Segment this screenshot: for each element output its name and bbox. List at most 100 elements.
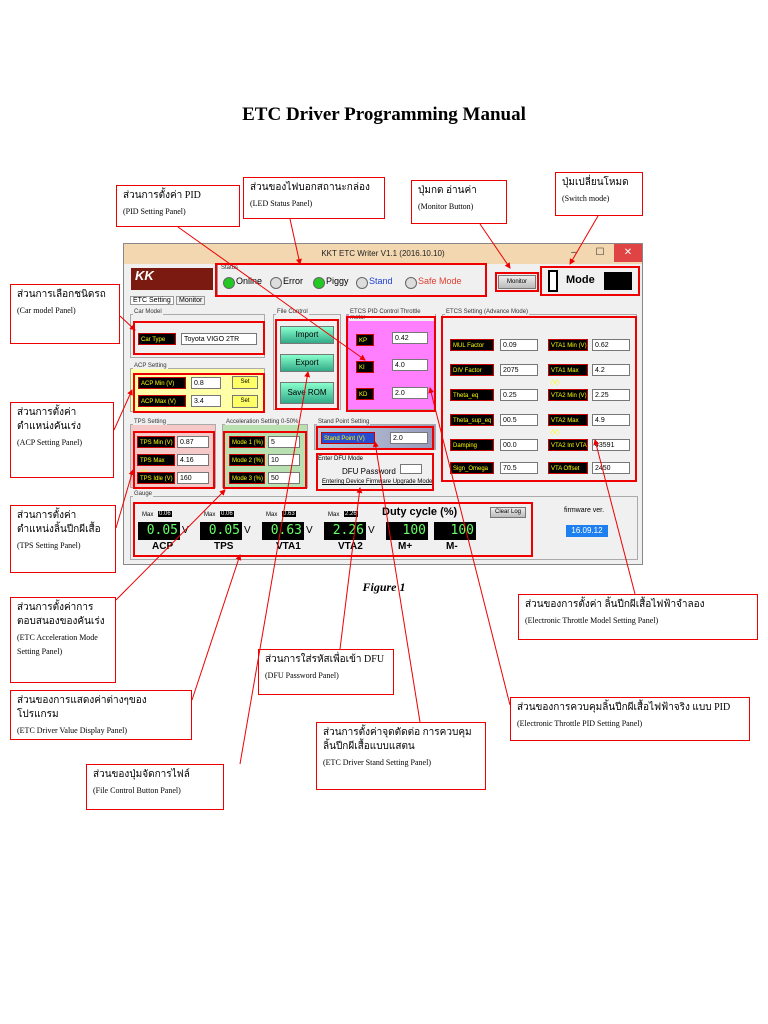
adv-right-input[interactable]: 4.2	[592, 364, 630, 376]
adv-right-label: VTA2 Min (V)	[548, 389, 588, 401]
car-type-select[interactable]: Toyota VIGO 2TR	[181, 333, 257, 345]
dfu-password-input[interactable]	[400, 464, 422, 474]
adv-left-input[interactable]: 00.5	[500, 414, 538, 426]
callout-tps-th: ส่วนการตั้งค่าตำแหน่งลิ้นปีกผีเสื้อ	[17, 510, 101, 535]
gauge-value: 0.05	[200, 522, 242, 540]
gauge-name: VTA1	[276, 541, 301, 552]
tps-idle-input[interactable]: 160	[177, 472, 209, 484]
acp-max-set-button[interactable]: Set	[232, 395, 258, 408]
stand-led-icon	[356, 277, 368, 289]
export-button[interactable]: Export	[280, 354, 334, 372]
adv-left-input[interactable]: 2075	[500, 364, 538, 376]
tps-highlight	[133, 431, 215, 489]
page-title: ETC Driver Programming Manual	[242, 104, 526, 125]
mode-switch-icon[interactable]	[548, 270, 558, 292]
adv-label: ETCS Setting (Advance Mode)	[445, 309, 530, 315]
stand-label: Stand	[369, 276, 393, 286]
callout-dfu: ส่วนการใส่รหัสเพื่อเข้า DFU (DFU Passwor…	[258, 649, 394, 695]
callout-led: ส่วนของไฟบอกสถานะกล่อง (LED Status Panel…	[243, 177, 385, 219]
adv-left-input[interactable]: 70.5	[500, 462, 538, 474]
minimize-button[interactable]: –	[571, 247, 577, 258]
acp-highlight	[133, 373, 265, 413]
monitor-button[interactable]: Monitor	[498, 275, 536, 289]
gauge-max-label: Max	[204, 512, 216, 518]
adv-left-input[interactable]: 00.0	[500, 439, 538, 451]
gauge-max-value: 0.63	[282, 511, 296, 517]
tab-etc-setting[interactable]: ETC Setting	[130, 296, 174, 305]
clear-log-button[interactable]: Clear Log	[490, 507, 526, 518]
tps-min-input[interactable]: 0.87	[177, 436, 209, 448]
title-bar: KKT ETC Writer V1.1 (2016.10.10) – ☐ ✕	[124, 244, 642, 264]
callout-tps-en: (TPS Setting Panel)	[17, 541, 81, 550]
gauge-name: VTA2	[338, 541, 363, 552]
dfu-link[interactable]: Entering Device Firmware Upgrade Mode	[322, 479, 433, 485]
acp-min-set-button[interactable]: Set	[232, 376, 258, 389]
arrow-car	[119, 315, 136, 331]
accel-highlight	[223, 431, 307, 489]
online-led-icon	[223, 277, 235, 289]
adv-left-input[interactable]: 0.25	[500, 389, 538, 401]
acp-max-input[interactable]: 3.4	[191, 395, 221, 407]
acp-min-label: ACP Min (V)	[138, 377, 186, 389]
figure-caption: Figure 1	[362, 580, 406, 594]
acp-max-label: ACP Max (V)	[138, 395, 186, 407]
adv-right-input[interactable]: 4.9	[592, 414, 630, 426]
stand-point-input[interactable]: 2.0	[390, 432, 428, 444]
adv-right-label: VTA2 Int VTA	[548, 439, 588, 451]
stand-highlight	[316, 426, 434, 450]
callout-accel: ส่วนการตั้งค่าการตอบสนองของคันเร่ง (ETC …	[10, 597, 116, 683]
callout-display-en: (ETC Driver Value Display Panel)	[17, 726, 128, 735]
safe-mode-label: Safe Mode	[418, 276, 462, 286]
import-button[interactable]: Import	[280, 326, 334, 344]
ki-input[interactable]: 4.0	[392, 359, 428, 371]
arrow-dfu	[339, 487, 363, 650]
callout-model: ส่วนของการตั้งค่า ลิ้นปีกผีเสื้อไฟฟ้าจำล…	[518, 594, 758, 640]
gauge-max-value: 2.26	[344, 511, 358, 517]
callout-accel-th: ส่วนการตั้งค่าการตอบสนองของคันเร่ง	[17, 602, 105, 627]
arrow-monitor	[479, 223, 511, 269]
gauge-max-value: 0.06	[220, 511, 234, 517]
arrow-led	[289, 218, 302, 265]
callout-car-th: ส่วนการเลือกชนิดรถ	[17, 289, 106, 300]
dfu-label: Enter DFU Mode	[318, 456, 364, 462]
callout-mode-en: (Switch mode)	[562, 194, 610, 203]
callout-mode: ปุ่มเปลี่ยนโหมด (Switch mode)	[555, 172, 643, 216]
adv-right-input[interactable]: 43591	[592, 439, 630, 451]
callout-tps: ส่วนการตั้งค่าตำแหน่งลิ้นปีกผีเสื้อ (TPS…	[10, 505, 116, 573]
mode-highlight	[540, 266, 640, 296]
gauge-unit: V	[244, 525, 251, 536]
gauge-max-label: Max	[328, 512, 340, 518]
error-led-icon	[270, 277, 282, 289]
gauge-label: Gauge	[133, 491, 154, 497]
mode1-input[interactable]: 5	[268, 436, 300, 448]
acp-min-input[interactable]: 0.8	[191, 377, 221, 389]
ki-label: KI	[356, 361, 374, 373]
safe-mode-led-icon	[405, 277, 417, 289]
car-model-highlight	[133, 321, 265, 355]
mode3-input[interactable]: 50	[268, 472, 300, 484]
tab-monitor[interactable]: Monitor	[176, 296, 206, 305]
adv-left-label: MUL Factor	[450, 339, 494, 351]
tps-max-input[interactable]: 4.16	[177, 454, 209, 466]
adv-left-input[interactable]: 0.09	[500, 339, 538, 351]
arrow-tps	[115, 469, 135, 529]
gauge-name: TPS	[214, 541, 234, 552]
callout-dfu-en: (DFU Password Panel)	[265, 671, 339, 680]
arrow-file	[239, 371, 311, 765]
duty-cycle-label: Duty cycle (%)	[382, 506, 458, 518]
arrow-model	[593, 439, 636, 595]
close-button[interactable]: ✕	[614, 244, 642, 262]
maximize-button[interactable]: ☐	[595, 247, 605, 258]
kp-input[interactable]: 0.42	[392, 332, 428, 344]
arrow-pid-real	[428, 387, 511, 706]
monitor-highlight	[495, 272, 539, 292]
gauge-name: ACP	[152, 541, 174, 552]
kd-input[interactable]: 2.0	[392, 387, 428, 399]
gauge-value: 0.63	[262, 522, 304, 540]
save-rom-button[interactable]: Save ROM	[280, 382, 334, 404]
adv-right-input[interactable]: 2.25	[592, 389, 630, 401]
window-title: KKT ETC Writer V1.1 (2016.10.10)	[321, 249, 445, 258]
car-type-label: Car Type	[138, 333, 176, 345]
adv-left-label: Theta_sup_eq	[450, 414, 494, 426]
adv-right-input[interactable]: 0.62	[592, 339, 630, 351]
